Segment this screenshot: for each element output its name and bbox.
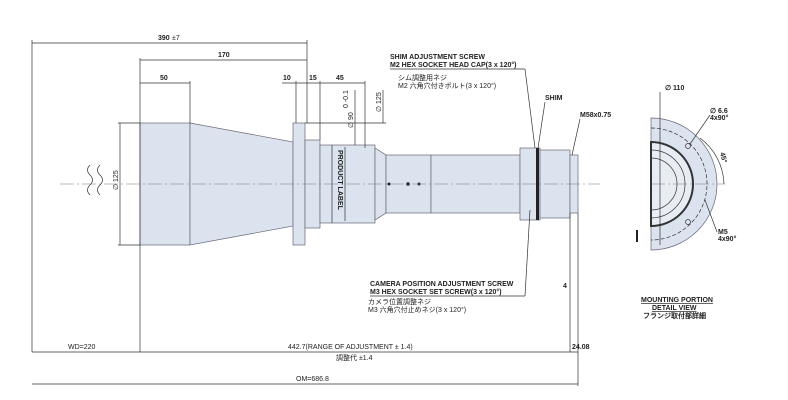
svg-text:M2 HEX SOCKET HEAD CAP(3 x 120: M2 HEX SOCKET HEAD CAP(3 x 120°): [390, 61, 517, 69]
svg-text:±7: ±7: [172, 35, 180, 42]
svg-text:15: 15: [309, 75, 317, 82]
svg-text:M3 HEX SOCKET SET SCREW(3 x 12: M3 HEX SOCKET SET SCREW(3 x 120°): [370, 288, 502, 296]
product-label-text: PRODUCT LABEL: [336, 150, 343, 211]
svg-text:170: 170: [218, 52, 230, 59]
top-dimensions: 390 ±7 170 50 10 15 45 ∅ 90 0 -0.1 ∅ 125…: [31, 35, 386, 352]
svg-text:10: 10: [283, 75, 291, 82]
svg-text:4x90°: 4x90°: [710, 114, 729, 122]
svg-text:∅ 125: ∅ 125: [113, 170, 120, 190]
svg-text:SHIM: SHIM: [545, 95, 563, 102]
svg-text:M2 六角穴付きボルト(3 x 120°): M2 六角穴付きボルト(3 x 120°): [398, 81, 496, 90]
svg-text:390: 390: [158, 35, 170, 42]
svg-text:∅ 90: ∅ 90: [348, 112, 355, 128]
bottom-dimensions: WD=220 442.7(RANGE OF ADJUSTMENT ± 1.4) …: [32, 344, 590, 385]
svg-text:4x90°: 4x90°: [718, 235, 737, 243]
svg-text:0 -0.1: 0 -0.1: [343, 90, 350, 108]
svg-text:MOUNTING PORTION: MOUNTING PORTION: [641, 297, 713, 304]
svg-text:カメラ位置調整ネジ: カメラ位置調整ネジ: [368, 297, 431, 306]
svg-text:M3 六角穴付止めネジ(3 x 120°): M3 六角穴付止めネジ(3 x 120°): [368, 305, 466, 314]
svg-text:∅ 125: ∅ 125: [376, 92, 383, 112]
svg-text:フランジ取付部詳細: フランジ取付部詳細: [643, 311, 706, 320]
svg-text:50: 50: [160, 75, 168, 82]
shim: [536, 148, 539, 220]
svg-text:M58x0.75: M58x0.75: [580, 112, 611, 119]
svg-text:SHIM ADJUSTMENT SCREW: SHIM ADJUSTMENT SCREW: [390, 54, 485, 61]
svg-text:DETAIL VIEW: DETAIL VIEW: [652, 305, 697, 312]
svg-text:24.08: 24.08: [572, 344, 590, 351]
svg-text:シム調整用ネジ: シム調整用ネジ: [398, 73, 447, 82]
callouts: SHIM ADJUSTMENT SCREW M2 HEX SOCKET HEAD…: [368, 54, 611, 386]
svg-text:4: 4: [563, 283, 567, 290]
lens-body: PRODUCT LABEL: [60, 122, 600, 246]
svg-text:WD=220: WD=220: [68, 344, 96, 351]
mounting-detail-view: ∅ 110 ∅ 6.6 4x90° 45° M5 4x90° MOUNTING …: [636, 84, 737, 320]
svg-text:442.7(RANGE OF ADJUSTMENT ± 1.: 442.7(RANGE OF ADJUSTMENT ± 1.4): [288, 344, 413, 351]
svg-text:M5: M5: [718, 229, 728, 236]
svg-text:45°: 45°: [718, 151, 729, 163]
svg-text:調整代 ±1.4: 調整代 ±1.4: [336, 353, 373, 362]
svg-text:∅ 110: ∅ 110: [665, 84, 684, 92]
svg-text:CAMERA POSITION ADJUSTMENT SCR: CAMERA POSITION ADJUSTMENT SCREW: [370, 281, 514, 288]
svg-text:45: 45: [336, 75, 344, 82]
svg-text:∅ 6.6: ∅ 6.6: [710, 107, 728, 115]
svg-text:OM=686.8: OM=686.8: [296, 376, 329, 383]
